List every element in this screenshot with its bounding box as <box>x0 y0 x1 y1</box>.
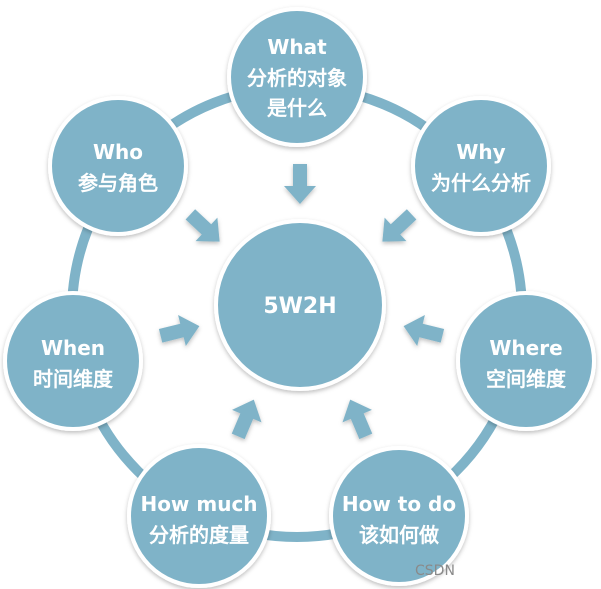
node-what-title: What <box>267 35 327 59</box>
node-who-line2: 参与角色 <box>78 171 158 195</box>
node-where-line2: 空间维度 <box>486 367 567 391</box>
node-how-much-title: How much <box>140 492 257 516</box>
node-who: Who 参与角色 <box>48 96 188 236</box>
node-what: What 分析的对象 是什么 <box>227 7 367 147</box>
node-how-to-do: How to do 该如何做 <box>329 446 469 586</box>
node-when: When 时间维度 <box>3 291 143 431</box>
node-what-line3: 是什么 <box>266 96 327 120</box>
node-how-much-line2: 分析的度量 <box>149 523 249 547</box>
center-node: 5W2H <box>214 219 386 391</box>
watermark: CSDN <box>415 563 455 579</box>
node-who-title: Who <box>93 140 143 164</box>
node-how-to-do-line2: 该如何做 <box>359 523 440 547</box>
node-where: Where 空间维度 <box>456 291 596 431</box>
node-why: Why 为什么分析 <box>411 96 551 236</box>
node-how-to-do-title: How to do <box>342 492 456 516</box>
arrows <box>158 164 445 440</box>
node-what-line2: 分析的对象 <box>247 66 347 90</box>
arrow-from-where <box>403 314 445 347</box>
arrow-from-why <box>382 209 417 242</box>
node-how-much: How much 分析的度量 <box>127 444 271 588</box>
arrow-from-how-to-do <box>342 399 373 440</box>
arrow-from-when <box>158 314 200 347</box>
node-why-line2: 为什么分析 <box>431 171 531 195</box>
node-when-title: When <box>41 336 105 360</box>
node-why-title: Why <box>456 140 505 164</box>
node-when-line2: 时间维度 <box>33 367 114 391</box>
arrow-from-how-much <box>231 399 262 440</box>
node-where-title: Where <box>489 336 562 360</box>
arrow-from-who <box>185 209 220 242</box>
arrow-from-what <box>284 164 316 204</box>
center-label: 5W2H <box>263 294 336 319</box>
